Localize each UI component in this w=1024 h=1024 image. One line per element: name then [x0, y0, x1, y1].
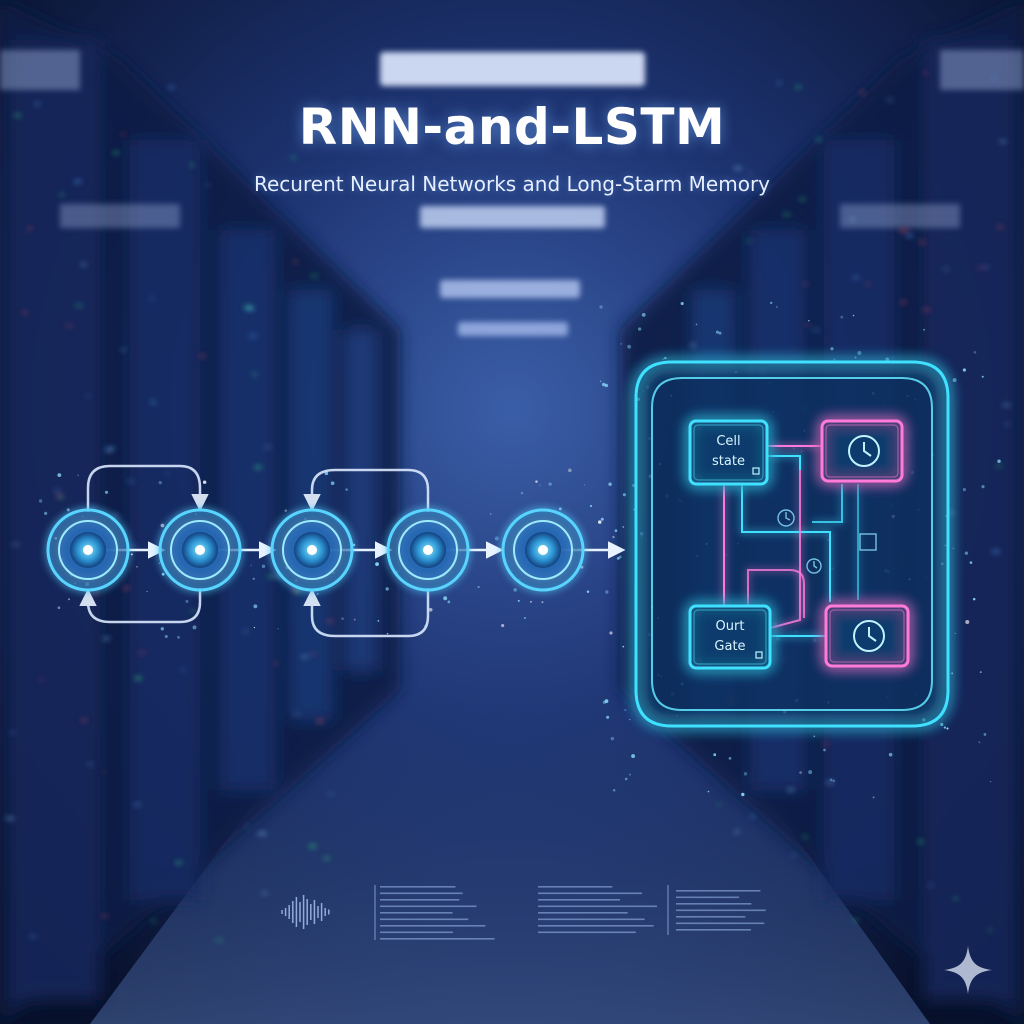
circle-node-icon [423, 545, 433, 555]
rnn-node [158, 508, 242, 592]
rnn-loops [79, 464, 430, 638]
lstm-circuit-lines [723, 445, 859, 637]
lstm-box-cell-state: Cell state [688, 419, 769, 486]
circle-node-icon [307, 545, 317, 555]
sparkle-icon [944, 946, 992, 994]
rnn-node [46, 508, 130, 592]
waveform-icon [281, 895, 330, 929]
lstm-box-label: Gate [714, 639, 745, 654]
circle-node-icon [195, 545, 205, 555]
circle-node-icon [538, 545, 548, 555]
page-subtitle: Recurent Neural Networks and Long-Starm … [254, 172, 770, 196]
clock-icon [848, 435, 880, 467]
rnn-node [501, 508, 585, 592]
lstm-box-label: state [712, 454, 745, 469]
rnn-node [270, 508, 354, 592]
lstm-small-icons [777, 509, 877, 574]
rnn-node [386, 508, 470, 592]
lstm-box-gate-bottom-right [824, 604, 910, 668]
clock-icon [853, 620, 885, 652]
lstm-box-label: Ourt [716, 619, 745, 634]
circle-node-icon [83, 545, 93, 555]
lstm-box-gate-top-right [820, 419, 904, 483]
page-title: RNN-and-LSTM [298, 98, 726, 156]
lstm-box-label: Cell [716, 434, 740, 449]
rnn-nodes [46, 508, 585, 592]
